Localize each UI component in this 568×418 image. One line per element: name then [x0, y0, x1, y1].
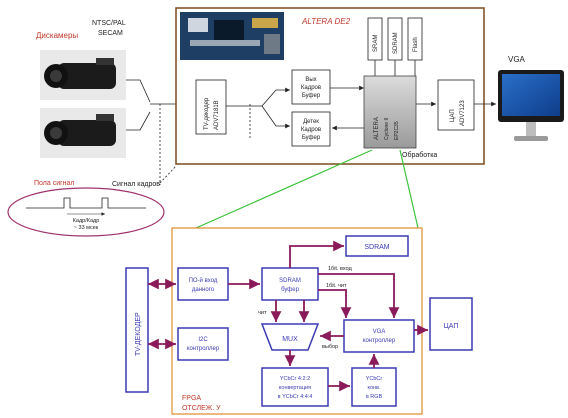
input-data-block: [178, 268, 228, 300]
sdram-buffer-line-1: SDRAM: [279, 278, 301, 284]
vga-ctrl-line-2: контроллер: [363, 338, 396, 344]
rgb-line-2: конв.: [367, 385, 380, 391]
i2c-line-2: контроллер: [187, 346, 220, 352]
buffer2-line-3: Буфер: [302, 135, 321, 141]
ycbcr-line-1: YCbCr 4:2:2: [280, 376, 310, 382]
fpga-line-2: Cyclone II: [384, 118, 390, 140]
fpga-footer-2: ОТСЛЕЖ. У: [182, 405, 221, 412]
fpga-line-3: EP2C35: [394, 121, 400, 140]
buffer2-line-2: Кадров: [301, 127, 321, 133]
rgb-line-3: в RGB: [366, 394, 383, 400]
arrow-label-1: 1бit. вход: [328, 266, 353, 272]
camera-label: Дискамеры: [36, 31, 78, 40]
bottom-tv-decoder-label: TV-ДЕКОДЕР: [135, 312, 142, 356]
i2c-line-1: I2C: [198, 337, 208, 343]
pulse-waveform: [26, 198, 146, 208]
standard-label-2: SECAM: [98, 30, 123, 37]
vga-monitor-icon: [498, 70, 564, 141]
sdram-buffer-block: [262, 268, 318, 300]
sync-line: [160, 166, 176, 183]
bottom-data-arrows: [148, 246, 428, 386]
top-dac-block: [438, 80, 474, 130]
timing-label-2: ~ 33 мсек: [74, 225, 99, 231]
timing-label-1: Кадр/Кадр: [73, 218, 100, 224]
bottom-sdram-label: SDRAM: [364, 244, 389, 251]
input-block-line-1: ПО-й вход: [189, 277, 218, 284]
mux-label: MUX: [282, 336, 298, 343]
vga-ctrl-line-1: VGA: [373, 329, 386, 335]
arrow-label-3: чит: [258, 310, 267, 316]
processing-label: Обработка: [402, 151, 437, 159]
input-block-line-2: данного: [192, 287, 215, 293]
sram-label: SRAM: [373, 35, 379, 52]
fpga-chip: [364, 76, 416, 148]
rgb-line-1: YCbCr: [366, 376, 383, 382]
de2-board-photo-icon: [180, 12, 284, 60]
sync-label: Сигнал кадров: [112, 181, 160, 188]
pulse-label: Пола сигнал: [34, 180, 75, 187]
top-dac-label-1: ЦАП: [450, 109, 456, 122]
fpga-line-1: ALTERA: [374, 117, 380, 140]
top-dac-label-2: ADV7123: [460, 100, 466, 126]
sdram-buffer-line-2: буфер: [281, 287, 300, 293]
camcorder-2-icon: [40, 108, 126, 158]
i2c-controller-block: [178, 328, 228, 360]
buffer1-line-3: Буфер: [302, 93, 321, 99]
ycbcr-line-3: в YCbCr 4:4:4: [278, 394, 313, 400]
tv-decoder-label-1: TV-декодер: [204, 97, 210, 130]
camcorder-1-icon: [40, 50, 126, 100]
tv-decoder-label-2: ADV7181B: [214, 100, 220, 130]
tv-decoder-block: [196, 80, 226, 134]
arrow-label-4: выбор: [322, 344, 338, 350]
arrow-label-2: 1бit. чит: [326, 283, 347, 289]
vga-label: VGA: [508, 55, 526, 64]
buffer2-line-1: Детек: [303, 119, 319, 125]
standard-label-1: NTSC/PAL: [92, 20, 126, 27]
flash-label: Flash: [413, 37, 419, 52]
buffer1-line-2: Кадров: [301, 85, 321, 91]
ycbcr-line-2: конвертация: [279, 385, 311, 391]
buffer1-line-1: Вых: [305, 77, 316, 83]
fpga-footer-1: FPGA: [182, 395, 201, 402]
vga-controller-block: [344, 320, 414, 352]
bottom-dac-label: ЦАП: [444, 323, 459, 330]
sdram-label: SDRAM: [393, 32, 399, 54]
board-title: ALTERA DE2: [301, 17, 351, 26]
